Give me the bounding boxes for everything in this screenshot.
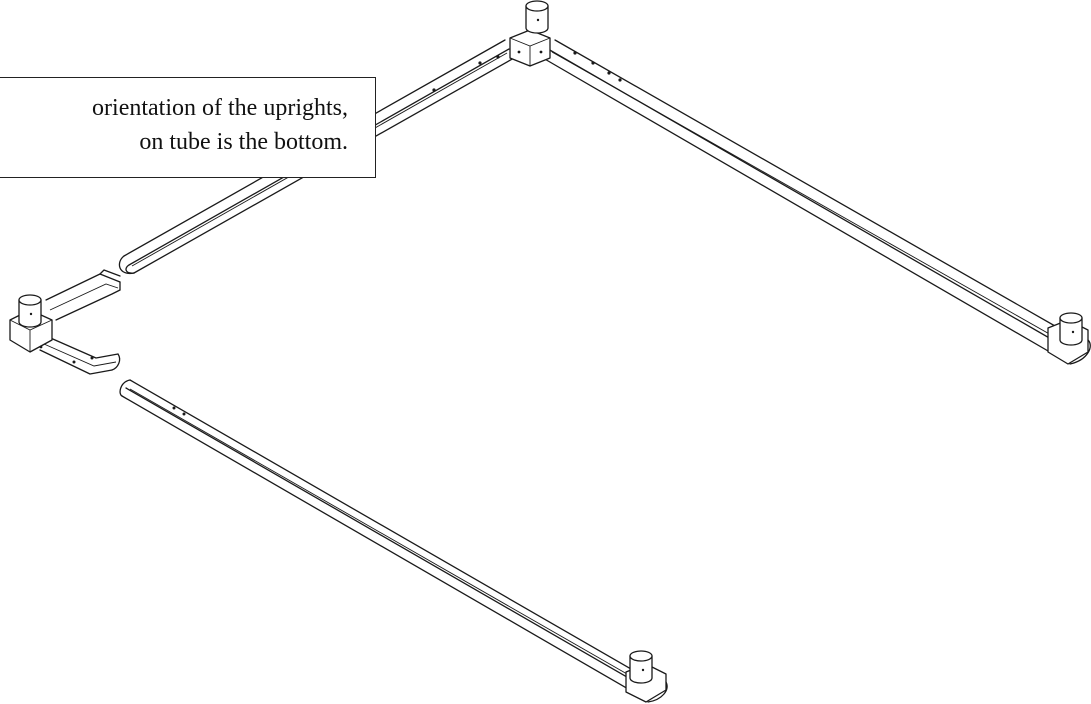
note-line-1: orientation of the uprights, — [92, 95, 348, 121]
back-corner-joint — [509, 29, 551, 67]
right-corner-upright — [1059, 312, 1083, 346]
back-corner-upright — [525, 0, 549, 34]
note-callout-box: orientation of the uprights, on tube is … — [0, 77, 376, 178]
front-corner-upright — [629, 650, 653, 684]
back-right-rail — [542, 39, 1063, 356]
left-corner-piece — [9, 269, 121, 375]
front-rail — [119, 379, 651, 698]
note-line-2: on tube is the bottom. — [139, 129, 348, 155]
